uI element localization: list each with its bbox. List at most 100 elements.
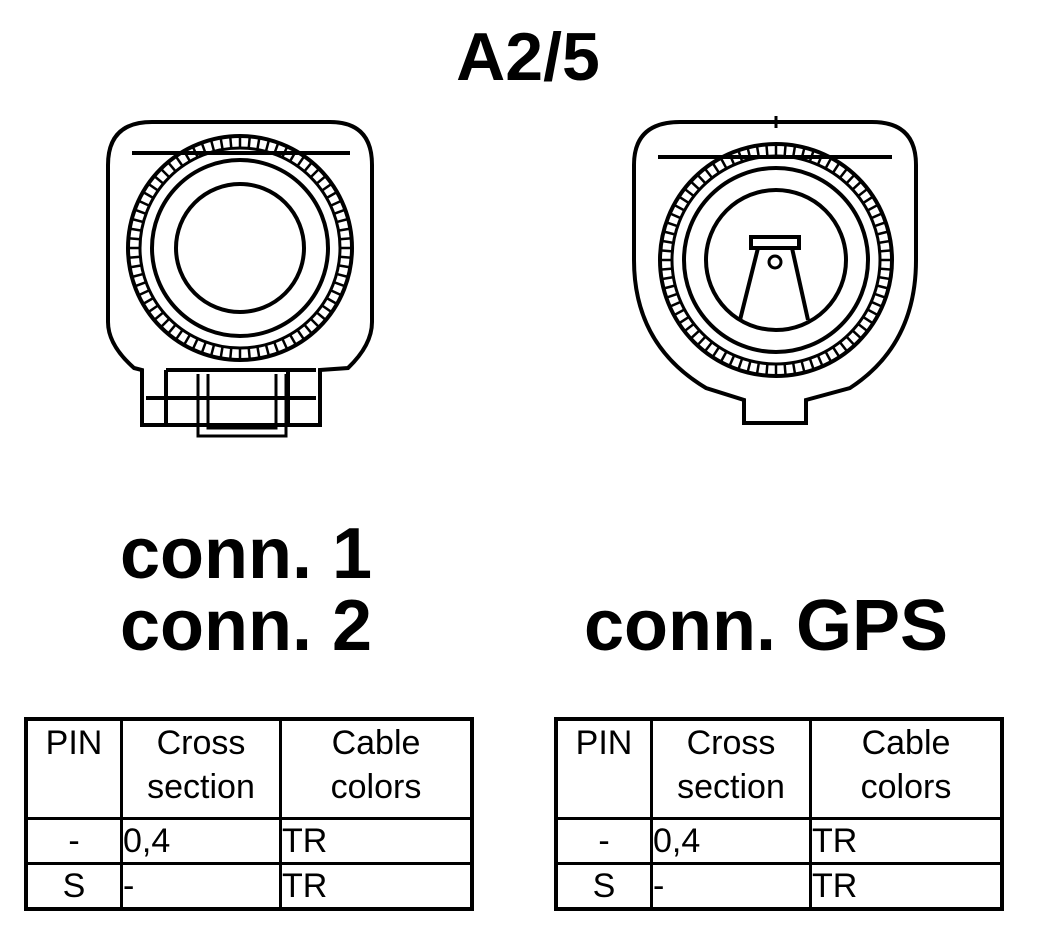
knurl-tick	[153, 311, 165, 321]
connector-label-conn-gps: conn. GPS	[584, 586, 949, 666]
knurl-tick	[134, 208, 147, 215]
knurl-tick	[665, 292, 679, 299]
knurl-tick	[273, 341, 280, 354]
knurl-tick	[696, 335, 707, 347]
header-cross-line-2: section	[147, 768, 255, 806]
knurl-tick	[336, 272, 349, 279]
knurl-tick	[129, 227, 142, 232]
knurl-tick	[200, 142, 207, 155]
pin-table-conn-1-2: PIN Cross section Cable colors - 0,4 TR …	[24, 717, 474, 911]
knurl-tick	[800, 147, 806, 160]
connector-gps-knurl-outer	[658, 142, 894, 378]
knurl-tick	[333, 208, 346, 215]
knurl-tick	[321, 182, 333, 192]
header-cable-colors: Cable colors	[279, 717, 474, 820]
cell-pin: S	[24, 862, 123, 911]
cell-cable-color: TR	[279, 817, 474, 865]
knurl-tick	[873, 292, 887, 299]
knurl-tick	[663, 230, 676, 236]
knurl-tick	[142, 296, 155, 306]
table-header-row: PIN Cross section Cable colors	[24, 717, 474, 820]
knurl-tick	[755, 362, 761, 375]
knurl-tick	[737, 149, 744, 163]
knurl-tick	[765, 144, 769, 157]
knurl-tick	[866, 308, 879, 317]
knurl-tick	[719, 157, 728, 170]
knurl-tick	[273, 142, 280, 155]
knurl-tick	[816, 354, 824, 367]
knurl-tick	[182, 333, 192, 346]
knurl-tick	[838, 341, 849, 353]
knurl-tick	[808, 357, 815, 371]
knurl-tick	[879, 249, 892, 253]
table-header-row: PIN Cross section Cable colors	[554, 717, 1004, 820]
connector-gps-knurl-inner	[670, 154, 882, 366]
knurl-tick	[862, 315, 874, 325]
cell-pin: -	[554, 817, 653, 865]
knurl-tick	[131, 272, 144, 279]
diagram-title: A2/5	[456, 19, 600, 95]
cell-cable-color: TR	[809, 862, 1004, 911]
knurl-tick	[288, 333, 298, 346]
connector-left-latch	[196, 374, 288, 438]
knurl-tick	[845, 335, 856, 347]
connector-gps-face	[704, 188, 848, 332]
knurl-tick	[247, 136, 252, 149]
header-pin: PIN	[554, 717, 653, 820]
connector-left-housing	[106, 120, 374, 427]
knurl-tick	[174, 329, 184, 341]
connector-gps-housing	[632, 120, 918, 425]
knurl-tick	[247, 347, 252, 360]
knurl-tick	[719, 350, 728, 363]
header-colors-line-2: colors	[860, 768, 952, 806]
knurl-tick	[330, 199, 343, 207]
knurl-tick	[660, 249, 673, 253]
connector-left-bore	[174, 182, 306, 314]
knurl-tick	[851, 180, 863, 191]
cell-cross-section: 0,4	[650, 817, 812, 865]
connector-gps-drawing	[632, 116, 918, 425]
knurl-tick	[816, 153, 824, 166]
knurl-tick	[209, 139, 216, 152]
knurl-tick	[167, 161, 177, 173]
cell-pin: S	[554, 862, 653, 911]
knurl-tick	[728, 354, 736, 367]
knurl-tick	[219, 137, 224, 150]
knurl-tick	[831, 346, 841, 358]
header-colors-line-1: Cable	[331, 724, 421, 762]
knurl-tick	[159, 167, 171, 179]
knurl-tick	[660, 267, 673, 271]
knurl-tick	[339, 255, 352, 260]
header-cross-section: Cross section	[650, 717, 812, 820]
cell-cross-section: -	[650, 862, 812, 911]
knurl-tick	[678, 315, 690, 325]
knurl-tick	[333, 281, 346, 288]
knurl-tick	[209, 344, 216, 357]
cell-cable-color: TR	[279, 862, 474, 911]
knurl-tick	[791, 362, 797, 375]
knurl-tick	[737, 357, 744, 371]
knurl-tick	[303, 323, 313, 335]
knurl-tick	[191, 145, 199, 158]
knurl-tick	[129, 264, 142, 269]
knurl-tick	[315, 311, 327, 321]
knurl-tick	[851, 329, 863, 340]
knurl-tick	[296, 329, 306, 341]
cell-pin: -	[24, 817, 123, 865]
knurl-tick	[879, 267, 892, 271]
knurl-tick	[870, 300, 883, 308]
knurl-tick	[296, 155, 306, 167]
knurl-tick	[683, 187, 695, 198]
knurl-tick	[315, 175, 327, 185]
knurl-tick	[711, 162, 721, 174]
knurl-tick	[746, 147, 752, 160]
knurl-tick	[824, 157, 833, 170]
knurl-tick	[200, 341, 207, 354]
knurl-tick	[147, 304, 159, 314]
knurl-tick	[182, 150, 192, 163]
knurl-tick	[228, 347, 233, 360]
knurl-tick	[264, 344, 271, 357]
knurl-tick	[219, 346, 224, 359]
knurl-tick	[669, 300, 682, 308]
knurl-tick	[661, 239, 674, 245]
